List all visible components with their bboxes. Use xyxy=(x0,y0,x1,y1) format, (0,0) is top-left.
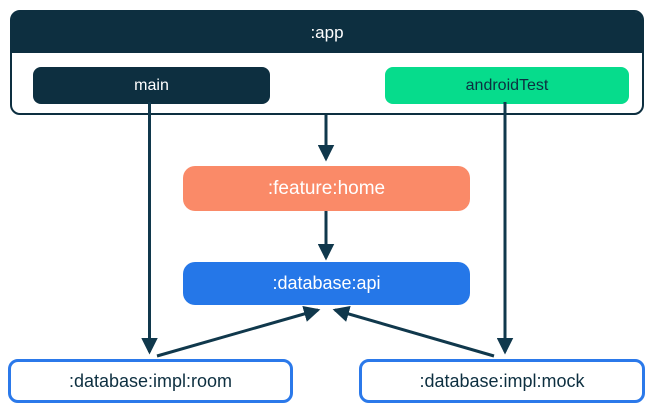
android-test-source-set-label: androidTest xyxy=(465,76,549,94)
database-api-label: :database:api xyxy=(272,273,381,293)
node-feature-home: :feature:home xyxy=(183,166,470,211)
node-database-impl-room: :database:impl:room xyxy=(8,359,293,403)
app-module-header: :app xyxy=(12,12,642,53)
edge-database-impl-room-to-database-api xyxy=(156,305,321,358)
database-impl-mock-label: :database:impl:mock xyxy=(419,370,585,391)
edge-database-impl-mock-to-database-api xyxy=(332,305,495,358)
node-app: :app main androidTest xyxy=(10,10,644,115)
app-module-title: :app xyxy=(310,22,344,42)
main-source-set-label: main xyxy=(134,76,169,94)
node-database-api: :database:api xyxy=(183,262,470,305)
node-main-source-set: main xyxy=(33,67,270,104)
database-impl-room-label: :database:impl:room xyxy=(68,370,233,391)
node-database-impl-mock: :database:impl:mock xyxy=(359,359,645,403)
node-android-test-source-set: androidTest xyxy=(385,67,629,104)
feature-home-label: :feature:home xyxy=(267,177,386,199)
